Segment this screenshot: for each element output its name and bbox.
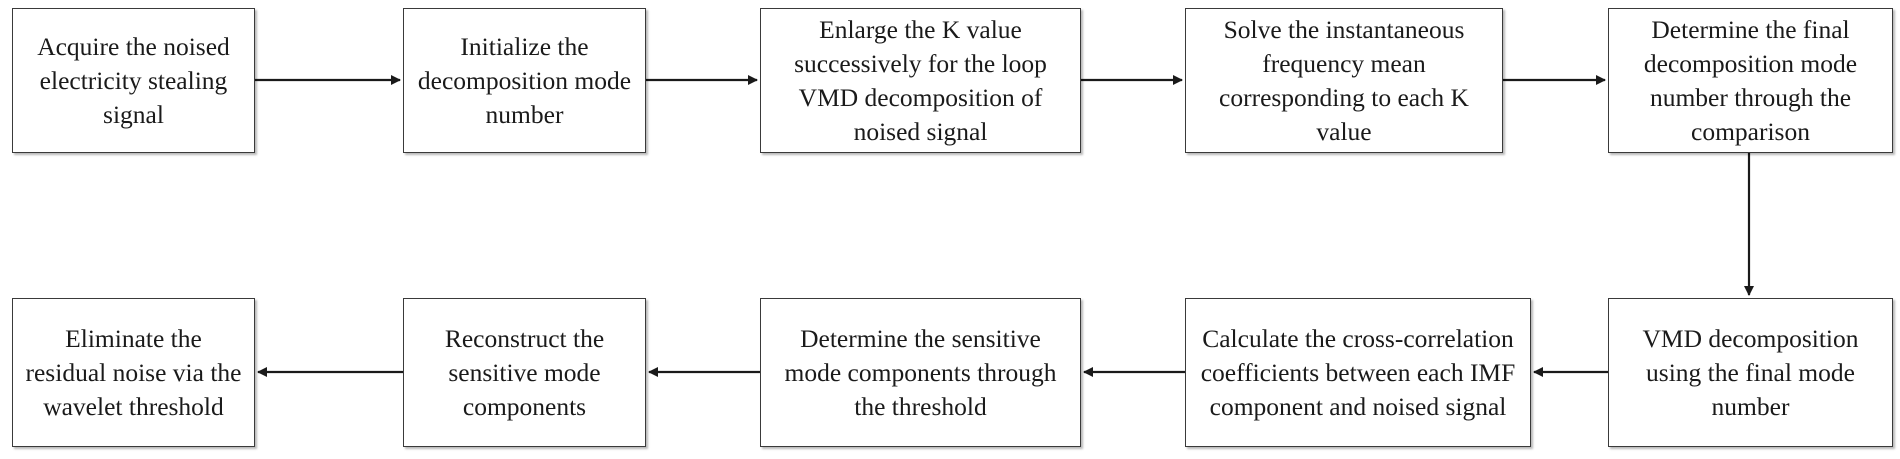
step-calculate-cross-correlation: Calculate the cross-correlation coeffici… — [1185, 298, 1531, 447]
step-label: Eliminate the residual noise via the wav… — [25, 323, 242, 421]
step-label: Enlarge the K value successively for the… — [794, 14, 1047, 146]
step-label: Initialize the decomposition mode number — [417, 31, 632, 129]
step-label: Reconstruct the sensitive mode component… — [444, 323, 605, 421]
step-label: Solve the instantaneous frequency mean c… — [1219, 14, 1469, 146]
step-label: Determine the final decomposition mode n… — [1643, 14, 1858, 146]
step-solve-frequency-mean: Solve the instantaneous frequency mean c… — [1185, 8, 1503, 153]
step-determine-final-mode-number: Determine the final decomposition mode n… — [1608, 8, 1893, 153]
step-label: Determine the sensitive mode components … — [784, 323, 1057, 421]
step-vmd-decomposition: VMD decomposition using the final mode n… — [1608, 298, 1893, 447]
step-reconstruct-components: Reconstruct the sensitive mode component… — [403, 298, 646, 447]
step-label: Calculate the cross-correlation coeffici… — [1200, 323, 1516, 421]
step-acquire-signal: Acquire the noised electricity stealing … — [12, 8, 255, 153]
step-eliminate-residual-noise: Eliminate the residual noise via the wav… — [12, 298, 255, 447]
step-initialize-mode-number: Initialize the decomposition mode number — [403, 8, 646, 153]
step-label: Acquire the noised electricity stealing … — [37, 31, 230, 129]
step-determine-sensitive-components: Determine the sensitive mode components … — [760, 298, 1081, 447]
step-label: VMD decomposition using the final mode n… — [1642, 323, 1859, 421]
step-enlarge-k-value: Enlarge the K value successively for the… — [760, 8, 1081, 153]
